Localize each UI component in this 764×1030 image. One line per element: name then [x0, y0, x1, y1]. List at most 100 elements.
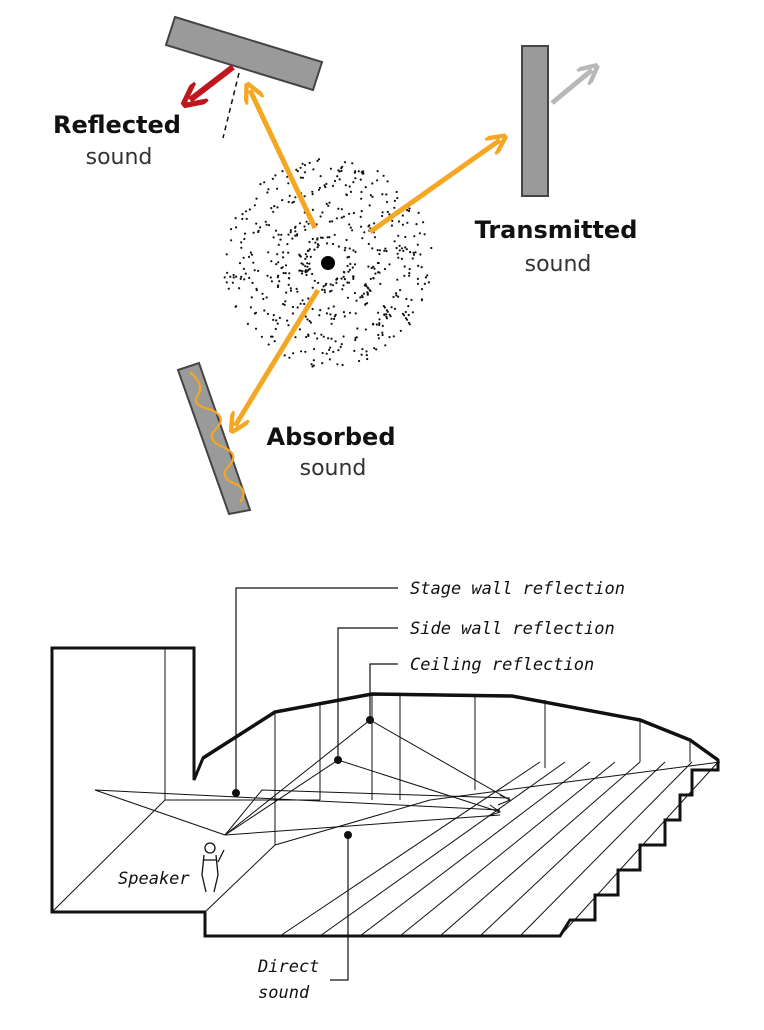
sound-dot — [254, 327, 258, 330]
sound-dot — [275, 319, 278, 322]
sound-dot — [384, 344, 387, 347]
sound-dot — [291, 237, 294, 240]
sound-dot — [359, 225, 363, 228]
sound-dot — [331, 242, 335, 246]
sound-dot — [363, 231, 366, 234]
sound-dot — [403, 274, 406, 277]
sound-dot — [301, 270, 304, 273]
sound-dot — [389, 315, 392, 318]
sound-dot — [289, 287, 292, 290]
sound-dot — [276, 206, 279, 209]
sound-dot — [313, 279, 316, 282]
sound-dot — [301, 299, 304, 302]
sound-dot — [394, 292, 398, 295]
sound-dot — [316, 159, 319, 162]
sound-dot — [371, 195, 374, 198]
sound-dot — [280, 266, 283, 270]
sound-dot — [354, 177, 357, 180]
sound-dot — [259, 226, 262, 229]
sound-dot — [303, 302, 306, 306]
sound-dot — [234, 275, 238, 278]
sound-dot — [356, 327, 359, 330]
absorbing-wall — [176, 361, 252, 516]
sound-dot — [329, 313, 332, 316]
sound-dot — [314, 241, 317, 244]
sound-dot — [276, 322, 279, 325]
sound-dot — [225, 281, 228, 284]
sound-dot — [360, 210, 363, 213]
sound-dot — [274, 229, 278, 232]
sound-dot — [324, 185, 327, 189]
side-wall-label: Side wall reflection — [410, 619, 615, 639]
sound-dot — [397, 295, 400, 298]
sound-dot — [318, 314, 321, 317]
sound-dot — [408, 207, 411, 210]
sound-dot — [301, 162, 304, 165]
sound-dot — [225, 253, 228, 256]
sound-dot — [303, 225, 306, 228]
absorbed-subtitle: sound — [300, 456, 367, 481]
sound-dot — [269, 276, 272, 279]
sound-dot — [298, 222, 302, 225]
sound-dot — [325, 202, 328, 205]
sound-dot — [367, 225, 370, 228]
sound-dot — [226, 271, 229, 274]
sound-dot — [343, 278, 346, 281]
sound-dot — [378, 318, 381, 321]
callout-dot — [232, 789, 240, 797]
sound-dot — [390, 224, 393, 227]
sound-dot — [304, 315, 307, 318]
absorbed-title: Absorbed — [267, 423, 396, 451]
sound-dot — [343, 271, 346, 274]
sound-dot — [345, 193, 348, 197]
sound-dot — [299, 176, 302, 179]
sound-dot — [295, 234, 299, 237]
sound-dot — [378, 271, 381, 274]
sound-dot — [372, 265, 375, 268]
sound-dot — [351, 162, 354, 165]
sound-dot — [232, 273, 235, 277]
sound-dot — [415, 223, 418, 226]
sound-dot — [403, 265, 406, 268]
sound-dot — [408, 272, 411, 275]
sound-dot — [286, 319, 289, 322]
sound-dot — [264, 220, 267, 223]
sound-dot — [278, 316, 281, 319]
sound-dot — [265, 296, 268, 299]
sound-dot — [260, 335, 263, 338]
sound-dot — [336, 363, 339, 366]
sound-dot — [354, 338, 357, 342]
sound-dot — [407, 313, 410, 317]
sound-dot — [333, 179, 337, 183]
sound-dot — [232, 276, 235, 279]
sound-dot — [243, 237, 246, 241]
sound-dot — [316, 243, 319, 246]
direct-sound-label-2: sound — [258, 983, 310, 1003]
sound-dot — [309, 255, 312, 258]
sound-dot — [276, 187, 279, 190]
sound-dot — [344, 246, 347, 249]
sound-dot — [338, 178, 341, 181]
sound-dot — [399, 289, 402, 292]
sound-dot — [422, 221, 425, 224]
sound-dot — [351, 266, 354, 269]
sound-dot — [408, 267, 411, 271]
sound-dot — [342, 275, 345, 278]
sound-dot — [381, 331, 384, 334]
sound-dot — [342, 215, 345, 218]
sound-dot — [396, 196, 399, 200]
sound-dot — [318, 186, 321, 189]
sound-dot — [271, 177, 274, 180]
sound-dot — [291, 305, 294, 309]
sound-dot — [404, 246, 407, 249]
sound-dot — [249, 251, 252, 254]
sound-dot — [272, 210, 275, 213]
speaker-person-icon — [201, 842, 225, 893]
sound-dot — [367, 265, 370, 268]
sound-dot — [272, 236, 275, 239]
sound-dot — [385, 193, 388, 196]
sound-dot — [424, 276, 428, 279]
sound-dot — [273, 205, 276, 208]
sound-dot — [402, 249, 405, 252]
sound-dot — [348, 268, 351, 271]
